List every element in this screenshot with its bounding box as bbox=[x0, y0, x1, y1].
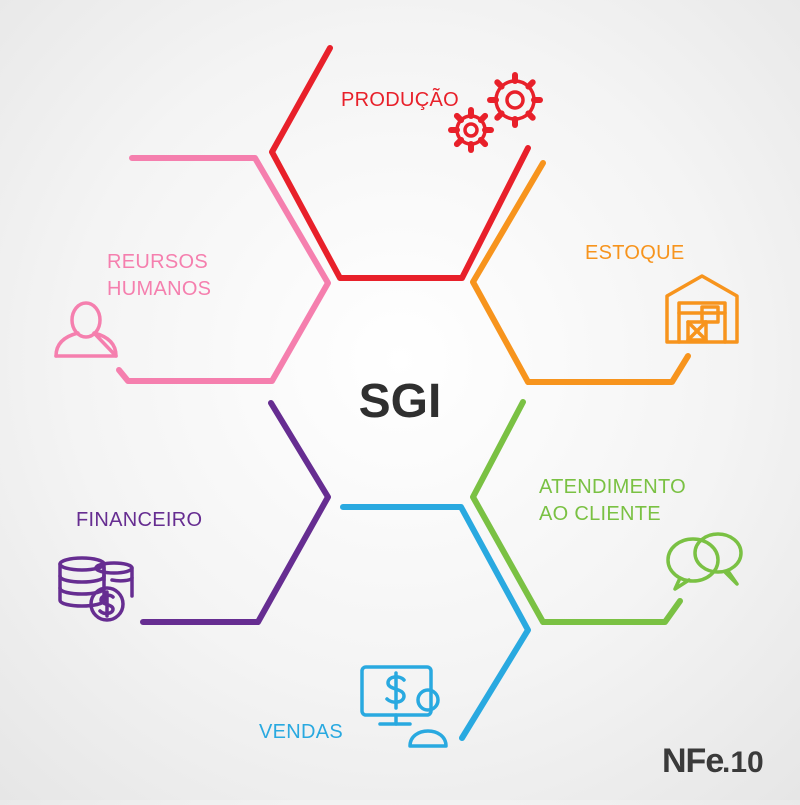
module-estoque: ESTOQUE bbox=[470, 160, 739, 385]
monitor-dollar-user-icon bbox=[360, 665, 448, 748]
module-vendas: VENDAS bbox=[259, 504, 531, 748]
gears-icon bbox=[448, 72, 543, 153]
chat-bubbles-icon bbox=[666, 532, 743, 591]
coins-dollar-icon bbox=[58, 556, 134, 622]
logo-main-text: NFe bbox=[662, 742, 723, 780]
gear-tooth bbox=[477, 112, 489, 124]
logo-suffix-text: .10 bbox=[722, 746, 764, 779]
atendimento-label: ATENDIMENTO AO CLIENTE bbox=[539, 476, 692, 525]
vendas-connector bbox=[340, 504, 531, 741]
gear-tooth bbox=[477, 136, 489, 148]
gear-tooth bbox=[525, 110, 536, 121]
financeiro-connector bbox=[140, 400, 331, 625]
gear-tooth bbox=[453, 112, 465, 124]
warehouse-icon bbox=[665, 274, 739, 344]
estoque-label: ESTOQUE bbox=[585, 242, 685, 264]
producao-connector bbox=[269, 45, 531, 281]
module-financeiro: FINANCEIRO bbox=[58, 400, 331, 625]
financeiro-label: FINANCEIRO bbox=[76, 509, 202, 531]
gear-tooth bbox=[453, 136, 465, 148]
gear-tooth bbox=[494, 79, 505, 90]
atendimento-connector bbox=[470, 399, 683, 625]
module-producao: PRODUÇÃO bbox=[269, 45, 543, 281]
gear-tooth bbox=[525, 79, 536, 90]
person-icon bbox=[54, 301, 118, 358]
vendas-label: VENDAS bbox=[259, 721, 343, 743]
module-rh: REURSOS HUMANOS bbox=[54, 155, 331, 384]
module-atendimento: ATENDIMENTO AO CLIENTE bbox=[470, 399, 743, 625]
producao-label: PRODUÇÃO bbox=[341, 87, 459, 111]
gear-tooth bbox=[494, 110, 505, 121]
center-label: SGI bbox=[359, 375, 442, 428]
rh-connector bbox=[116, 155, 331, 384]
brand-logo: NFe .10 bbox=[662, 742, 764, 780]
rh-label: REURSOS HUMANOS bbox=[107, 251, 214, 300]
estoque-connector bbox=[470, 160, 691, 385]
